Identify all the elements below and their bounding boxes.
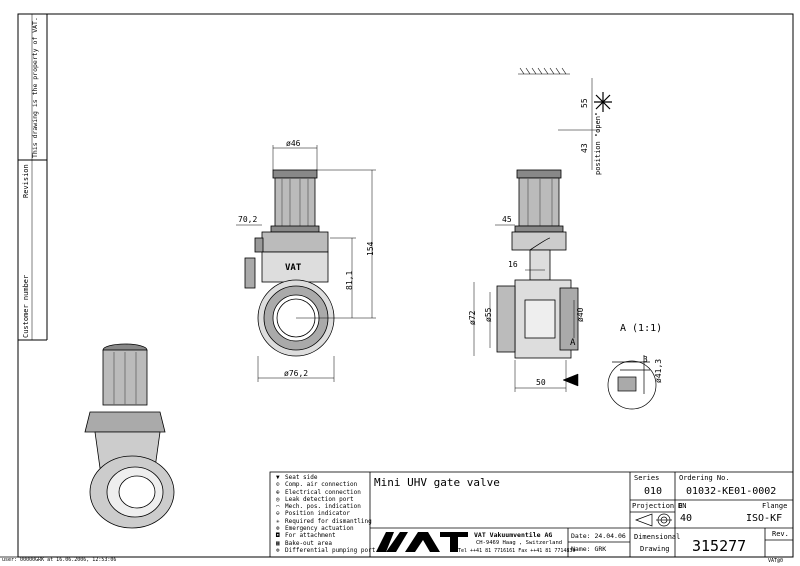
dismantling-star xyxy=(594,92,612,112)
legend-symbol-icon: ⊙ xyxy=(276,481,280,489)
legend-text: Required for dismantling xyxy=(285,517,372,525)
legend-item: ✳ Required for dismantling xyxy=(276,517,372,525)
legend-text: For attachment xyxy=(285,532,336,540)
detail-a-title: A (1:1) xyxy=(620,323,663,334)
legend-symbol-icon: ⊚ xyxy=(276,546,280,554)
legend-text: Leak detection port xyxy=(285,495,354,503)
legend-symbol-icon: ▦ xyxy=(276,539,280,547)
date-field: Date: 24.04.06 xyxy=(571,532,626,540)
dim-45: 45 xyxy=(502,215,512,224)
legend-symbol-icon: ◘ xyxy=(276,532,280,540)
svg-text:VAT: VAT xyxy=(285,263,302,273)
flange-value: ISO-KF xyxy=(746,513,783,524)
dim-16: 16 xyxy=(508,260,518,269)
legend-symbol-icon: ⊖ xyxy=(276,510,280,518)
dimensional-label: Dimensional xyxy=(634,533,681,541)
corner-code: VAT@0 xyxy=(768,558,784,564)
dn-value: 40 xyxy=(680,513,693,524)
dim-70-2: 70,2 xyxy=(238,215,258,224)
dim-d72: ø72 xyxy=(468,310,477,325)
dim-d46: ø46 xyxy=(286,139,301,148)
dn-label: DN xyxy=(678,502,687,510)
company-address: CH-9469 Haag , Switzerland xyxy=(476,540,563,546)
legend-item: ⊕ Electrical connection xyxy=(276,489,370,496)
legend-symbol-icon: ▼ xyxy=(276,474,280,481)
projection-symbol xyxy=(635,513,672,527)
projection-label: Projection E xyxy=(632,502,683,510)
detail-a xyxy=(607,355,657,410)
footer-user: user: 00000GRK at 16.06.2006, 12:53:06 xyxy=(2,557,117,563)
dim-154: 154 xyxy=(366,241,375,256)
side-view xyxy=(496,169,579,359)
dim-d41-3: ø41,3 xyxy=(654,358,663,383)
dim-43-vertical: 43 xyxy=(580,143,589,153)
legend-text: Differential pumping port xyxy=(285,546,376,554)
vat-logo xyxy=(376,532,468,552)
position-open-label: position "open" xyxy=(594,111,602,175)
legend-item: ⌒ Mech. pos. indication xyxy=(276,503,370,510)
legend-item: ⊙ Comp. air connection xyxy=(276,481,370,488)
legend-text: Seat side xyxy=(285,474,318,481)
legend-text: Electrical connection xyxy=(285,488,361,496)
drawing-title: Mini UHV gate valve xyxy=(374,476,500,489)
isometric-view xyxy=(84,343,175,529)
series-label: Series xyxy=(634,474,660,482)
legend-item: ◘ For attachment xyxy=(276,532,370,539)
legend-symbol-icon: ⊕ xyxy=(276,488,280,496)
legend-symbol-icon: ✳ xyxy=(276,517,280,525)
legend-item: ⊚ Differential pumping port xyxy=(276,546,375,554)
legend-symbol-icon: ◎ xyxy=(276,495,280,503)
company-name: VAT Vakuumventile AG xyxy=(474,531,553,539)
flange-label: Flange xyxy=(762,502,788,510)
customer-number-label: Customer number xyxy=(22,274,30,338)
dim-50: 50 xyxy=(536,378,546,387)
legend-item: ⊖ Position indicator xyxy=(276,510,370,517)
dim-d76-2: ø76,2 xyxy=(284,369,309,378)
legend-symbol-icon: ⊗ xyxy=(276,525,280,533)
detail-a-letter: A xyxy=(570,338,576,348)
legend-item: ▦ Bake-out area xyxy=(276,540,370,547)
legend-item: ⊗ Emergency actuation xyxy=(276,525,370,532)
dim-d40: ø40 xyxy=(576,307,585,322)
drawing-label: Drawing xyxy=(640,545,670,553)
ordering-label: Ordering No. xyxy=(679,474,730,482)
dim-81-1: 81,1 xyxy=(345,270,354,290)
front-view: VAT xyxy=(244,169,335,357)
legend-text: Mech. pos. indication xyxy=(285,503,361,511)
company-contact: Tel ++41 81 7716161 Fax ++41 81 7714830 xyxy=(458,548,576,554)
legend-item: ◎ Leak detection port xyxy=(276,496,370,503)
legend-text: Position indicator xyxy=(285,510,351,518)
series-value: 010 xyxy=(644,486,663,497)
dim-3: 3 xyxy=(643,355,648,364)
name-field: Name: GRK xyxy=(571,545,607,553)
property-note: This drawing is the property of VAT. xyxy=(31,17,39,158)
rev-label: Rev. xyxy=(772,530,789,538)
legend-symbol-icon: ⌒ xyxy=(276,503,280,511)
drawing-number: 315277 xyxy=(692,537,747,555)
legend-text: Comp. air connection xyxy=(285,481,358,489)
ordering-value: 01032-KE01-0002 xyxy=(686,486,777,497)
legend: ▼ Seat side ⊙ Comp. air connection ⊕ Electric… xyxy=(276,474,375,554)
legend-item: ▼ Seat side xyxy=(276,474,370,481)
legend-text: Bake-out area xyxy=(285,539,332,547)
dim-55-vertical: 55 xyxy=(580,98,589,108)
dim-d55: ø55 xyxy=(484,307,493,322)
hatch-area xyxy=(518,67,570,75)
revision-label: Revision xyxy=(22,164,30,198)
legend-text: Emergency actuation xyxy=(285,525,354,533)
